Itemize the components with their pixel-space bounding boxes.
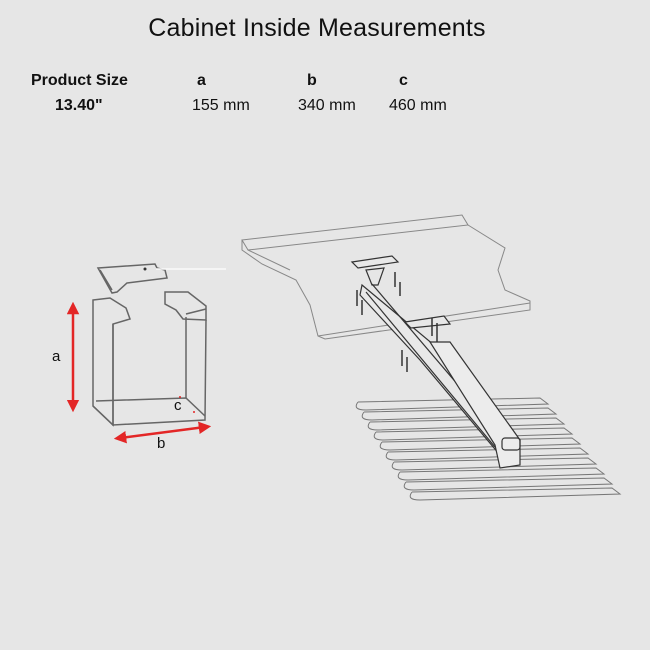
screws-icon — [356, 272, 438, 372]
header-c: c — [399, 72, 408, 89]
hanger-bars-icon — [355, 397, 622, 501]
header-a: a — [197, 72, 206, 89]
cabinet-outline-icon — [92, 263, 207, 427]
label-b: b — [157, 435, 165, 452]
value-a: 155 mm — [192, 97, 250, 114]
header-product-size: Product Size — [31, 72, 128, 89]
header-b: b — [307, 72, 317, 89]
slide-rail-icon — [350, 255, 521, 469]
value-product-size: 13.40" — [55, 97, 103, 114]
label-a: a — [52, 348, 61, 365]
value-b: 340 mm — [298, 97, 356, 114]
dimension-b-arrow-icon — [113, 421, 212, 444]
label-c: c — [174, 397, 182, 414]
page-title: Cabinet Inside Measurements — [148, 14, 486, 42]
value-c: 460 mm — [389, 97, 447, 114]
